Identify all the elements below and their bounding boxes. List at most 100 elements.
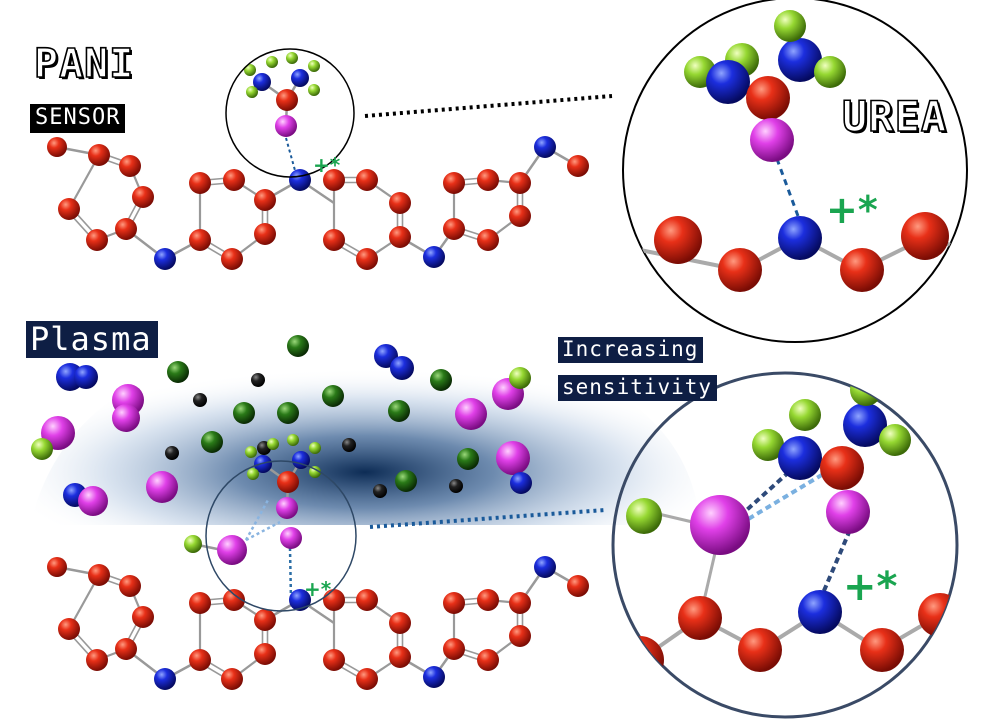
carbon-atom (58, 198, 80, 220)
bond (288, 547, 293, 601)
carbon-atom (276, 89, 298, 111)
plasma-species-atom (78, 486, 108, 516)
carbon-atom (509, 625, 531, 647)
fluorine-atom (308, 84, 320, 96)
nitrogen-atom (510, 472, 532, 494)
carbon-atom (323, 169, 345, 191)
fluorine-atom (184, 535, 202, 553)
nitrogen-atom (74, 365, 98, 389)
carbon-atom (323, 229, 345, 251)
plasma-black-atom (193, 393, 207, 407)
carbon-atom (132, 606, 154, 628)
charge-mark-bottom: +* (304, 577, 332, 601)
plasma-black-atom (449, 479, 463, 493)
nitrogen-atom (289, 169, 311, 191)
fluorine-atom (879, 424, 911, 456)
nitrogen-atom (534, 136, 556, 158)
fluorine-atom (789, 399, 821, 431)
carbon-atom (443, 218, 465, 240)
carbon-atom (718, 248, 762, 292)
nitrogen-atom (778, 216, 822, 260)
plasma-green-atom (167, 361, 189, 383)
carbon-atom (356, 169, 378, 191)
carbon-atom (443, 592, 465, 614)
plasma-species-atom (146, 471, 178, 503)
carbon-atom (443, 172, 465, 194)
nitrogen-atom (291, 69, 309, 87)
carbon-atom (86, 229, 108, 251)
bond (818, 529, 852, 601)
plasma-species-atom (690, 495, 750, 555)
carbon-atom (477, 229, 499, 251)
plasma-green-atom (322, 385, 344, 407)
carbon-atom (189, 172, 211, 194)
plasma-black-atom (342, 438, 356, 452)
magnifier-bottom-small (205, 460, 357, 612)
plasma-green-atom (277, 402, 299, 424)
carbon-atom (221, 668, 243, 690)
carbon-atom (277, 471, 299, 493)
carbon-atom (509, 592, 531, 614)
nitrogen-atom (289, 589, 311, 611)
bond (738, 468, 832, 526)
fluorine-atom (266, 56, 278, 68)
carbon-atom (901, 212, 949, 260)
nitrogen-atom (390, 356, 414, 380)
fluorine-atom (31, 438, 53, 460)
magnifier-top-large (622, 0, 968, 343)
carbon-atom (389, 226, 411, 248)
sensor-label: SENSOR (30, 104, 126, 133)
plasma-label: Plasma (26, 321, 158, 358)
bond (285, 137, 297, 175)
dotted-connector-bottom (369, 508, 606, 529)
carbon-atom (820, 446, 864, 490)
plasma-species-atom (275, 115, 297, 137)
carbon-atom (389, 612, 411, 634)
plasma-green-atom (201, 431, 223, 453)
bond (738, 460, 802, 518)
nitrogen-atom (843, 403, 887, 447)
fluorine-atom (308, 60, 320, 72)
fluorine-atom (267, 438, 279, 450)
fluorine-atom (247, 468, 259, 480)
carbon-atom (860, 628, 904, 672)
nitrogen-atom (154, 248, 176, 270)
carbon-atom (509, 205, 531, 227)
atoms (31, 52, 589, 690)
dotted-connector-top (364, 94, 613, 118)
plasma-species-atom (112, 404, 140, 432)
increasing-label: Increasing (558, 337, 704, 363)
pani-label: PANI (33, 41, 135, 87)
fluorine-atom (752, 429, 784, 461)
plasma-green-atom (457, 448, 479, 470)
carbon-atom (221, 248, 243, 270)
plasma-black-atom (373, 484, 387, 498)
fluorine-atom (244, 64, 256, 76)
carbon-atom (356, 589, 378, 611)
carbon-atom (678, 596, 722, 640)
carbon-atom (356, 668, 378, 690)
fluorine-atom (309, 466, 321, 478)
carbon-atom (738, 628, 782, 672)
fluorine-atom (850, 374, 882, 406)
carbon-atom (254, 609, 276, 631)
fluorine-atom (246, 86, 258, 98)
bond (245, 520, 281, 542)
plasma-species-atom (750, 118, 794, 162)
charge-mark-zoom-top: +* (826, 188, 878, 232)
plasma-cloud (30, 336, 700, 525)
fluorine-atom (626, 498, 662, 534)
carbon-atom (119, 575, 141, 597)
plasma-black-atom (165, 446, 179, 460)
nitrogen-atom (253, 73, 271, 91)
bond (244, 499, 270, 541)
nitrogen-atom (778, 38, 822, 82)
plasma-species-atom (276, 497, 298, 519)
carbon-atom (223, 169, 245, 191)
plasma-species-atom (217, 535, 247, 565)
plasma-green-atom (430, 369, 452, 391)
carbon-atom (356, 248, 378, 270)
fluorine-atom (774, 10, 806, 42)
carbon-atom (746, 76, 790, 120)
